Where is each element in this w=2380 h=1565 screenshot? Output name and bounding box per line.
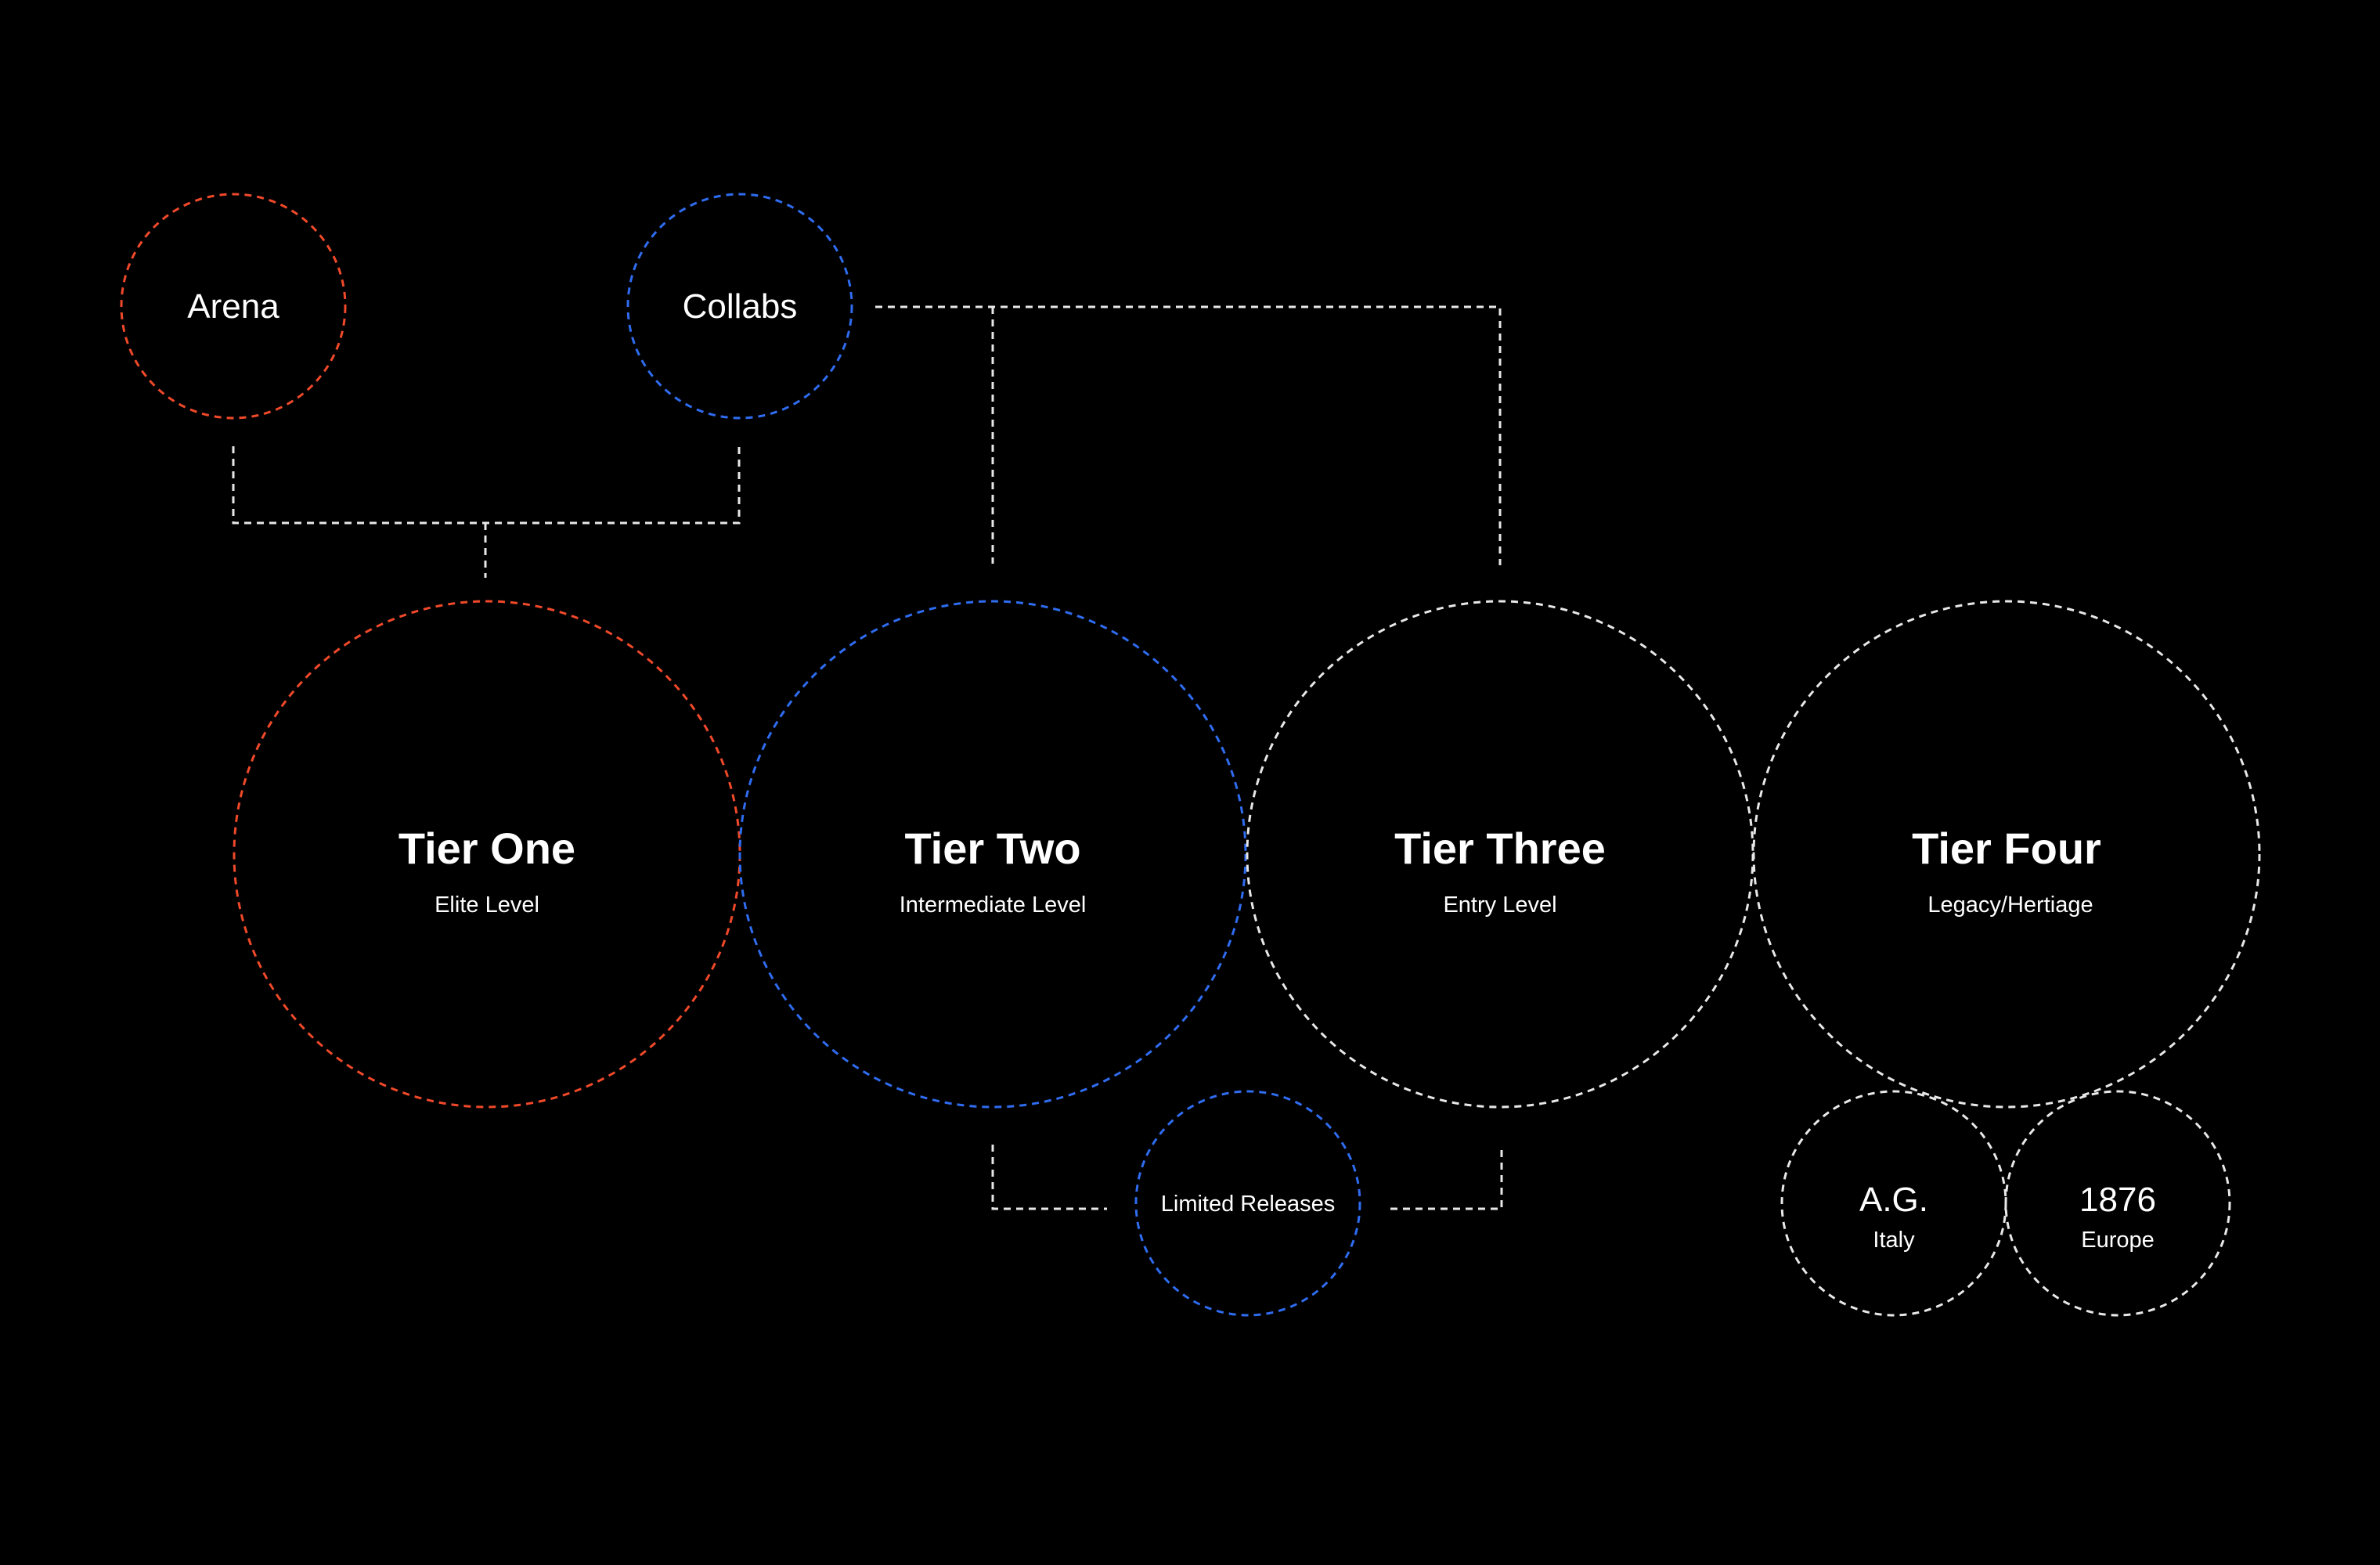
connector-top-to-tier-one (232, 446, 741, 578)
tier-four-subtitle: Legacy/Hertiage (1927, 892, 2093, 918)
tier-three-subtitle: Entry Level (1443, 892, 1556, 918)
tier-four-circle (1752, 600, 2261, 1109)
collabs-label: Collabs (683, 287, 798, 326)
tier-two-title: Tier Two (904, 824, 1080, 873)
collabs-circle (626, 193, 853, 420)
tier-one-subtitle: Elite Level (435, 892, 539, 918)
tier-four-title: Tier Four (1912, 824, 2101, 873)
node-arena: Arena (120, 193, 347, 420)
europe-1876-circle (2004, 1090, 2231, 1317)
ag-subtitle: Italy (1873, 1228, 1915, 1253)
node-collabs: Collabs (626, 193, 853, 420)
connectors (232, 305, 1503, 1210)
arena-label: Arena (187, 287, 279, 326)
tier-three-title: Tier Three (1394, 824, 1606, 873)
ag-title: A.G. (1859, 1181, 1928, 1219)
tier-two: Tier Two Intermediate Level (738, 600, 1247, 1109)
tier-three: Tier Three Entry Level (1246, 600, 1754, 1109)
tier-one: Tier One Elite Level (233, 600, 741, 1109)
node-ag-italy: A.G. Italy (1780, 1090, 2007, 1317)
limited-releases-circle (1134, 1090, 1361, 1317)
tier-one-title: Tier One (398, 824, 575, 873)
europe-1876-title: 1876 (2079, 1181, 2156, 1219)
connector-limited-left (991, 1145, 1107, 1210)
tier-four: Tier Four Legacy/Hertiage (1752, 600, 2261, 1109)
node-limited-releases: Limited Releases (1134, 1090, 1361, 1317)
europe-1876-subtitle: Europe (2081, 1228, 2155, 1253)
arena-circle (120, 193, 347, 420)
connector-collabs-to-tiers (875, 305, 1502, 565)
connector-limited-right (1390, 1145, 1503, 1210)
tier-two-subtitle: Intermediate Level (900, 892, 1087, 918)
limited-releases-label: Limited Releases (1161, 1192, 1335, 1217)
node-1876-europe: 1876 Europe (2004, 1090, 2231, 1317)
tier-two-circle (738, 600, 1247, 1109)
